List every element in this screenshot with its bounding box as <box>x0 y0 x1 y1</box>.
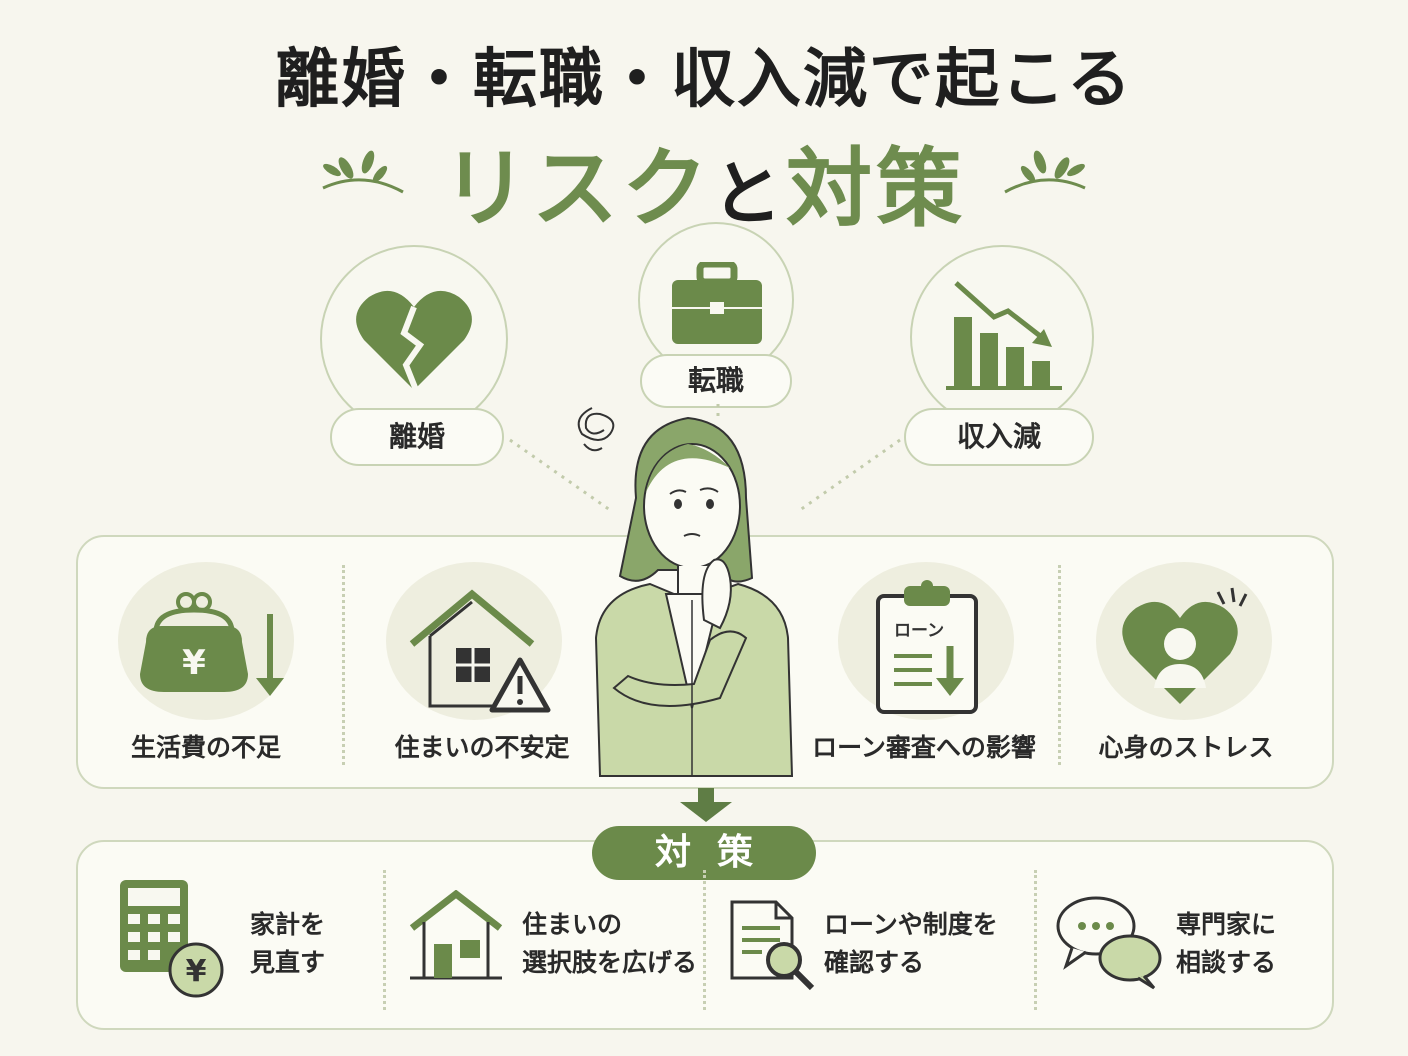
declining-chart-icon <box>946 277 1066 393</box>
event-jobchange-circle <box>638 222 794 378</box>
svg-text:¥: ¥ <box>186 954 207 989</box>
countermeasures-badge: 対策 <box>592 826 816 880</box>
event-income-circle <box>910 245 1094 429</box>
measure-divider-1 <box>383 870 386 1010</box>
loan-clipboard-icon <box>872 578 982 718</box>
house-icon <box>408 890 504 984</box>
event-jobchange-label: 転職 <box>640 354 792 408</box>
connector-lines <box>509 404 901 512</box>
measure-divider-2 <box>703 870 706 1010</box>
document-search-icon <box>728 898 818 994</box>
measure-housing-label: 住まいの 選択肢を広げる <box>522 910 698 977</box>
risk-divider-2 <box>1058 565 1061 765</box>
measure-loan-label: ローンや制度を 確認する <box>824 910 998 977</box>
calculator-yen-icon: ¥ <box>118 878 228 1000</box>
risk-stress-label: 心身のストレス <box>1098 733 1274 762</box>
purse-yen-down-icon: ¥ <box>136 592 286 702</box>
title-conjunction: と <box>712 153 786 235</box>
svg-text:¥: ¥ <box>182 643 206 683</box>
chat-bubbles-icon <box>1054 892 1164 992</box>
right-sprig-icon <box>1000 140 1090 200</box>
event-income-label: 収入減 <box>904 408 1094 466</box>
house-warning-icon <box>406 588 556 718</box>
briefcase-icon <box>670 262 764 346</box>
worried-woman-illustration <box>570 388 810 778</box>
heart-person-icon <box>1118 580 1258 710</box>
measure-budget-label: 家計を 見直す <box>250 910 326 977</box>
broken-heart-icon <box>354 285 474 395</box>
risk-divider-1 <box>342 565 345 765</box>
title-measures: 対策 <box>786 139 966 239</box>
risk-loan-label: ローン審査への影響 <box>812 733 1036 762</box>
measure-divider-3 <box>1034 870 1037 1010</box>
title-line-2: リスクと対策 <box>0 118 1408 243</box>
title-risk: リスク <box>442 139 712 239</box>
down-arrow-icon <box>676 788 736 824</box>
left-sprig-icon <box>318 140 408 200</box>
title-line-1: 離婚・転職・収入減で起こる <box>275 43 1133 117</box>
risk-living-label: 生活費の不足 <box>130 733 281 762</box>
event-divorce-circle <box>320 245 508 433</box>
risk-housing-label: 住まいの不安定 <box>394 733 570 762</box>
loan-clipboard-text: ローン <box>894 621 945 641</box>
measure-consult-label: 専門家に 相談する <box>1176 910 1277 977</box>
event-divorce-label: 離婚 <box>330 408 504 466</box>
